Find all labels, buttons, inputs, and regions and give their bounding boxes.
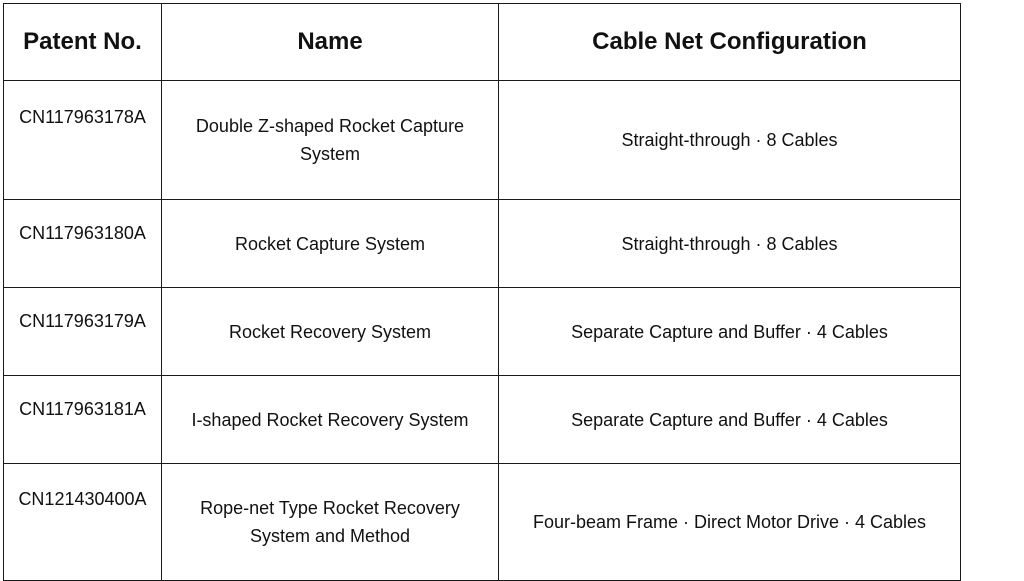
table-row: CN117963181A I-shaped Rocket Recovery Sy… [3, 375, 961, 464]
patent-table: Patent No. Name Cable Net Configuration … [3, 3, 961, 581]
cell-name: Double Z-shaped Rocket Capture System [161, 80, 499, 200]
cell-name: Rope-net Type Rocket Recovery System and… [161, 463, 499, 581]
header-row: Patent No. Name Cable Net Configuration [3, 3, 961, 81]
cell-name: Rocket Capture System [161, 199, 499, 288]
header-patent-no: Patent No. [3, 3, 162, 81]
table-row: CN117963180A Rocket Capture System Strai… [3, 199, 961, 288]
table-body: CN117963178A Double Z-shaped Rocket Capt… [3, 80, 961, 581]
table-header: Patent No. Name Cable Net Configuration [3, 3, 961, 81]
cell-name: Rocket Recovery System [161, 287, 499, 376]
header-cable-net-configuration: Cable Net Configuration [498, 3, 961, 81]
cell-config: Separate Capture and Buffer · 4 Cables [498, 375, 961, 464]
cell-name: I-shaped Rocket Recovery System [161, 375, 499, 464]
cell-patent-no: CN117963178A [3, 80, 162, 200]
cell-patent-no: CN121430400A [3, 463, 162, 581]
cell-config: Separate Capture and Buffer · 4 Cables [498, 287, 961, 376]
header-name: Name [161, 3, 499, 81]
cell-config: Straight-through · 8 Cables [498, 80, 961, 200]
cell-patent-no: CN117963181A [3, 375, 162, 464]
cell-config: Four-beam Frame · Direct Motor Drive · 4… [498, 463, 961, 581]
cell-patent-no: CN117963179A [3, 287, 162, 376]
table-row: CN117963179A Rocket Recovery System Sepa… [3, 287, 961, 376]
table-row: CN121430400A Rope-net Type Rocket Recove… [3, 463, 961, 581]
cell-config: Straight-through · 8 Cables [498, 199, 961, 288]
table-row: CN117963178A Double Z-shaped Rocket Capt… [3, 80, 961, 200]
cell-patent-no: CN117963180A [3, 199, 162, 288]
